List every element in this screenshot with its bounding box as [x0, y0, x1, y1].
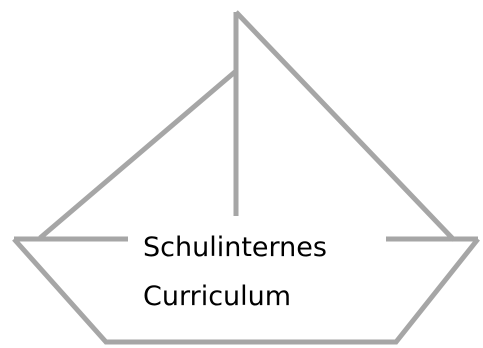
label-line-1: Schulinternes	[143, 232, 327, 264]
left-sail-edge	[40, 71, 236, 238]
right-sail-edge	[236, 12, 454, 240]
label-line-2: Curriculum	[143, 281, 291, 313]
